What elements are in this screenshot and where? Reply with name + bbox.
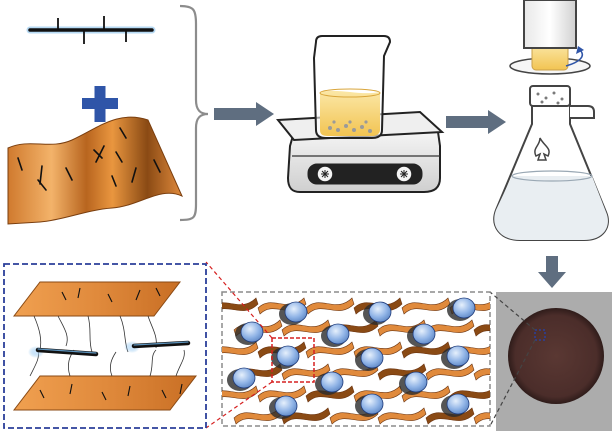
sheet-ribbon: [329, 407, 379, 425]
sheet-ribbon: [473, 412, 490, 425]
zoom-inset-icon: [221, 291, 491, 427]
fiber-sphere: [446, 393, 470, 415]
fiber-sphere: [446, 345, 470, 367]
sheet-ribbon: [281, 407, 331, 425]
arrow-right-icon: [446, 110, 506, 134]
beaker-on-stirrer-icon: [276, 35, 445, 193]
brace-icon: [179, 4, 209, 222]
fiber-sphere: [368, 301, 392, 323]
wavy-sheet-icon: [7, 116, 183, 225]
sheet-ribbon: [222, 341, 259, 355]
fiber-sphere: [360, 393, 384, 415]
fiber-sphere: [276, 345, 300, 367]
fiber-sphere: [320, 371, 344, 393]
zoom-connector: [205, 261, 273, 339]
plus-icon: [82, 86, 118, 122]
sheet-ribbon: [305, 341, 355, 359]
membrane-photo-icon: [496, 292, 612, 431]
zoom-connector: [489, 339, 536, 427]
zoom-inset-icon: [3, 263, 207, 429]
sheet-ribbon: [473, 324, 490, 337]
zoom-connector: [489, 291, 536, 331]
sheet-ribbon: [305, 297, 355, 315]
fiber-sphere: [412, 323, 436, 345]
fiber-sphere: [240, 321, 264, 343]
fiber-icon: [26, 16, 156, 44]
fiber-sphere: [326, 323, 350, 345]
sheet-ribbon: [329, 363, 379, 381]
arrow-down-icon: [538, 256, 566, 288]
arrow-right-icon: [214, 102, 274, 126]
fiber-sphere: [274, 395, 298, 417]
fiber-sphere: [284, 301, 308, 323]
fiber-sphere: [404, 371, 428, 393]
sheet-ribbon: [222, 297, 259, 311]
sheet-ribbon: [281, 363, 331, 381]
sheet-ribbon: [257, 385, 307, 403]
sheet-ribbon: [425, 363, 475, 381]
fiber-sphere: [232, 367, 256, 389]
fiber-sphere: [452, 297, 476, 319]
vacuum-filtration-flask-icon: [493, 0, 609, 241]
fiber-sphere: [360, 347, 384, 369]
sheet-ribbon: [425, 319, 475, 337]
sheet-ribbon: [377, 407, 427, 425]
sheet-ribbon: [473, 368, 490, 381]
